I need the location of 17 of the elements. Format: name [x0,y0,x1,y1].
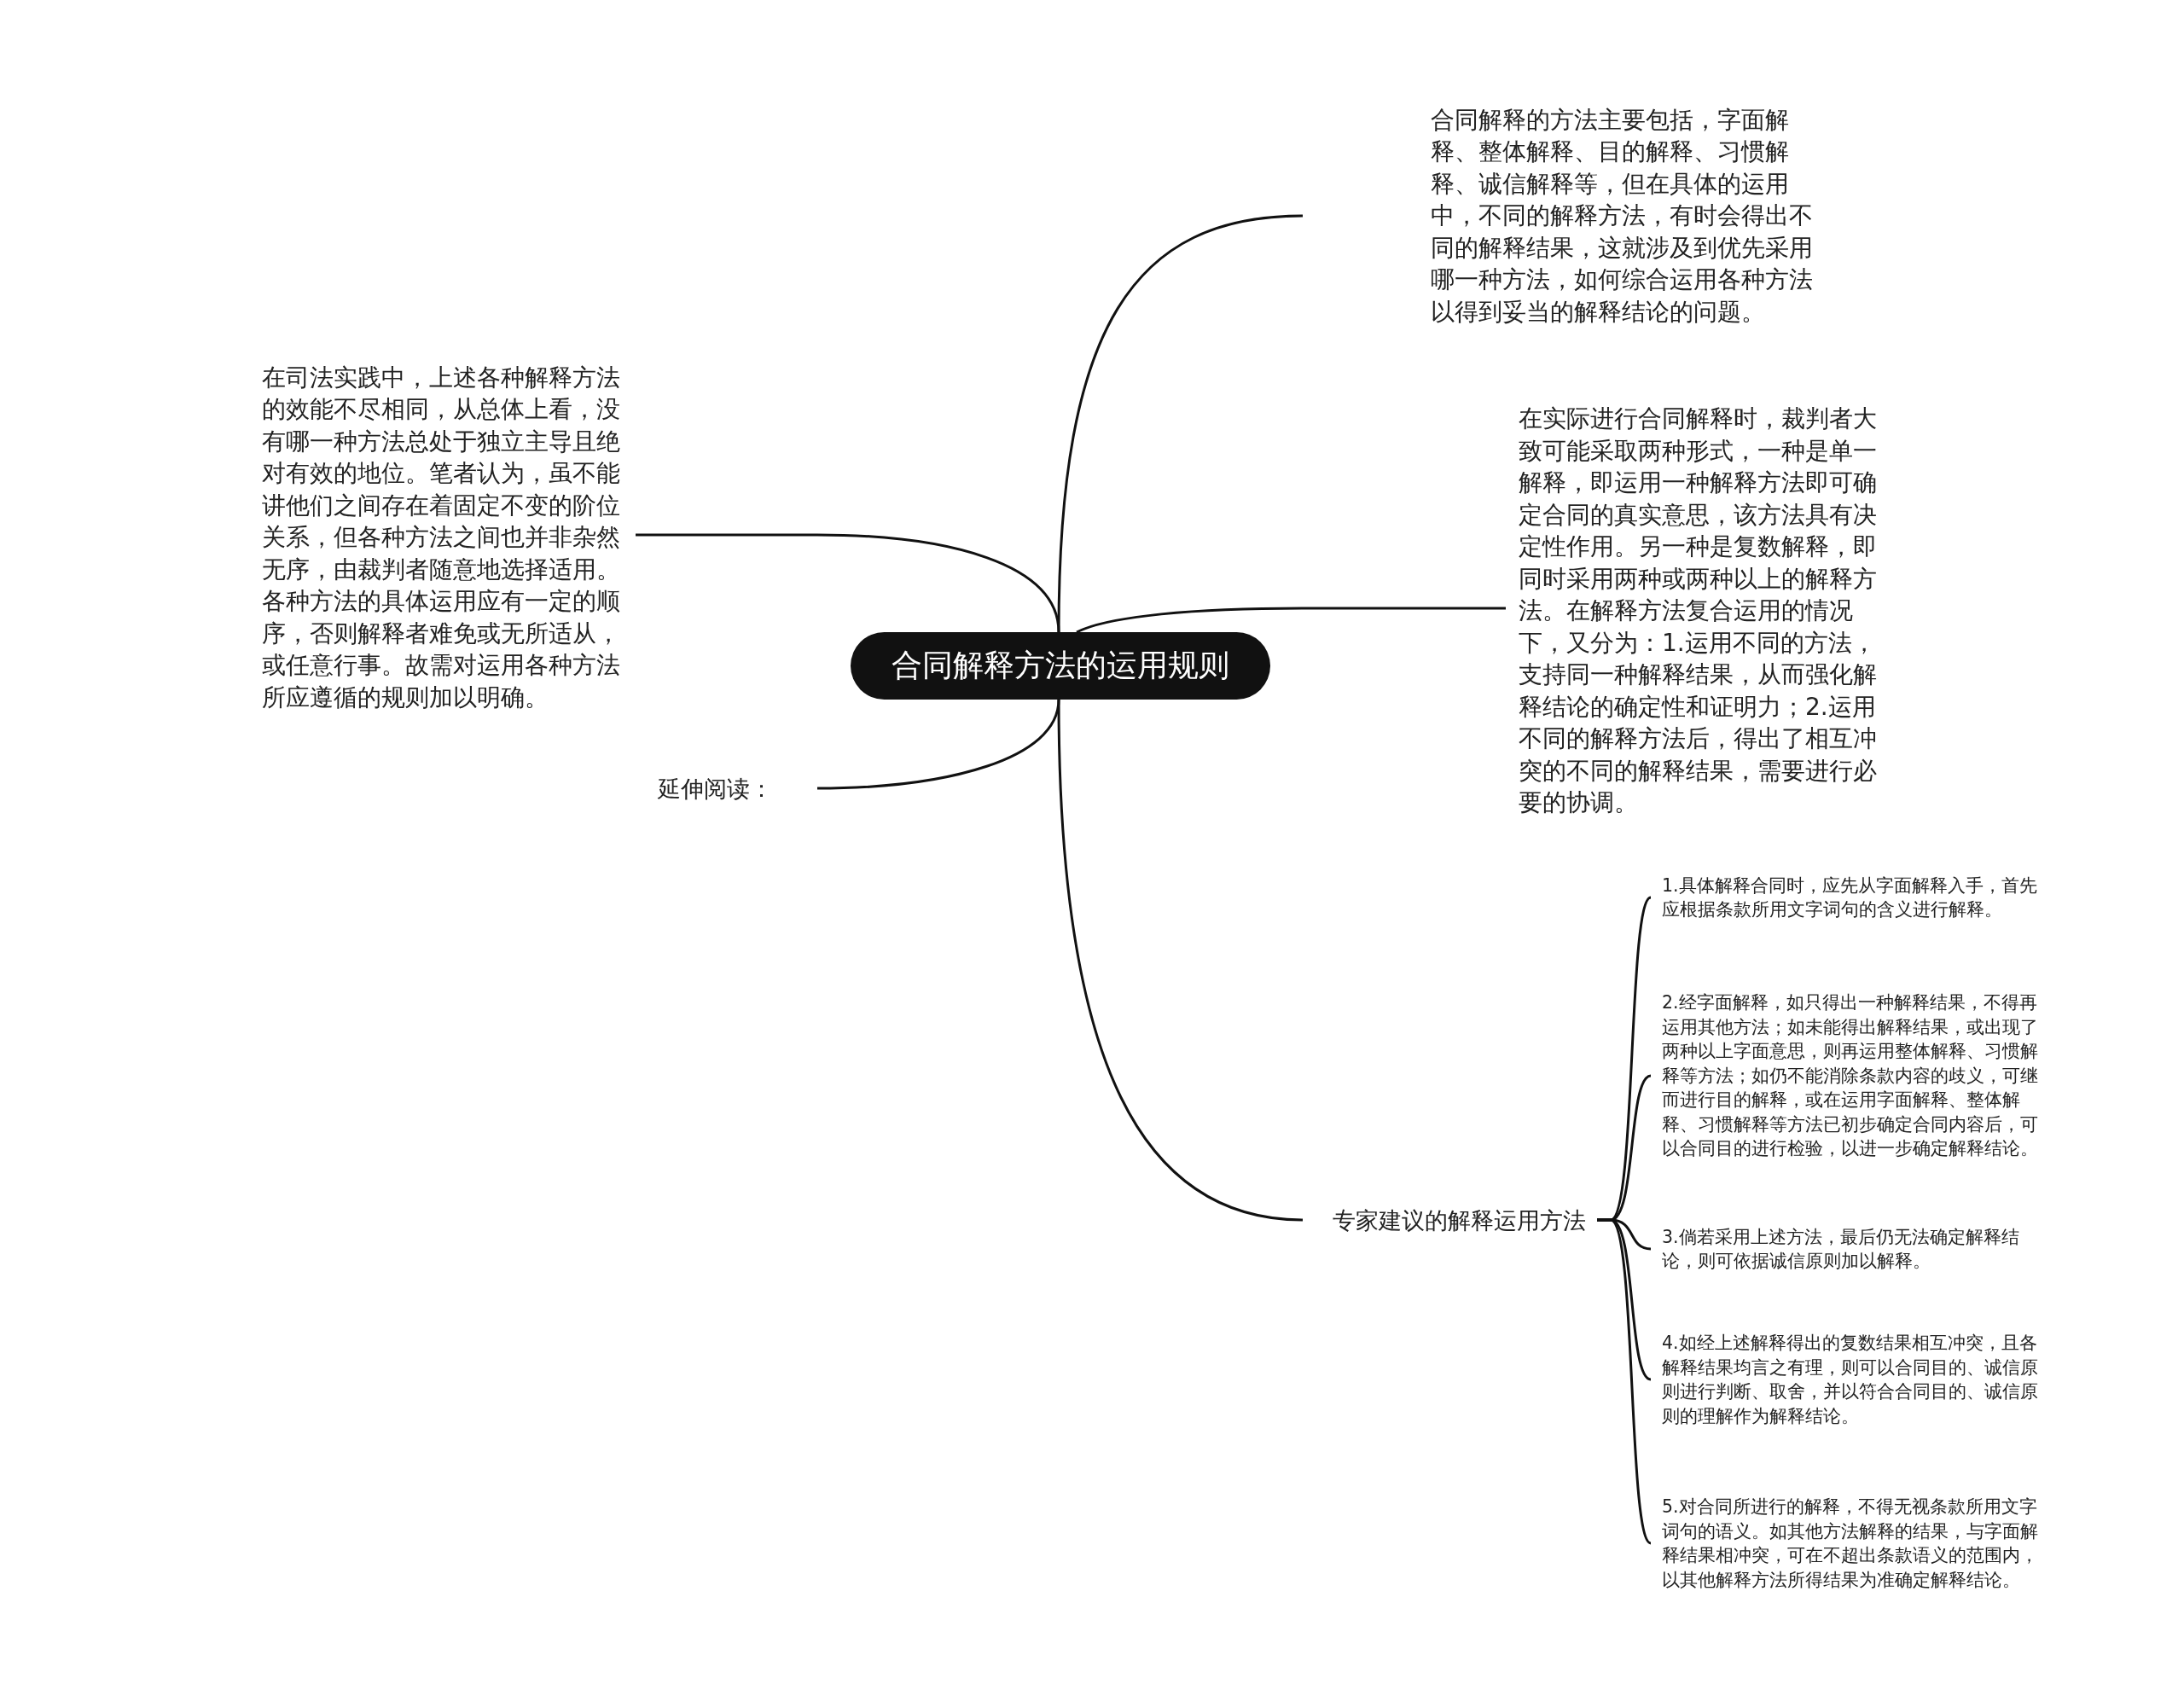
subtopic-text: 5.对合同所进行的解释，不得无视条款所用文字词句的语义。如其他方法解释的结果，与字面解释结果相冲突，可在不超出条款语义的范围内，以其他解释方法所得结果为准确定解释结论。 [1662,1495,2039,1592]
connector-line [636,533,1060,633]
connector-line [1057,699,1304,1222]
connector-line [1597,1218,1653,1544]
subtopic-text: 1.具体解释合同时，应先从字面解释入手，首先应根据条款所用文字词句的含义进行解释。 [1662,874,2038,921]
connector-line [1057,214,1304,633]
connector-line [1076,607,1506,634]
topic-text: 在司法实践中，上述各种解释方法的效能不尽相同，从总体上看，没有哪一种方法总处于独立主导且绝对有效的地位。笔者认为，虽不能讲他们之间存在着固定不变的阶位关系，但各种方法之间也并非杂然无序，由裁判者随意地选择适用。各种方法的具体运用应有一定的顺序，否则解释者难免或无所适从，或任意行事。故需对运用各种方法所应遵循的规则加以明确。 [262,362,621,713]
topic-text: 合同解释的方法主要包括，字面解释、整体解释、目的解释、习惯解释、诚信解释等，但在具体的运用中，不同的解释方法，有时会得出不同的解释结果，这就涉及到优先采用哪一种方法，如何综合运用各种方法以得到妥当的解释结论的问题。 [1431,104,1814,328]
topic-label: 专家建议的解释运用方法 [1333,1206,1587,1235]
connector-line [816,699,1060,790]
topic-label: 延伸阅读： [657,775,773,804]
subtopic-text: 2.经字面解释，如只得出一种解释结果，不得再运用其他方法；如未能得出解释结果，或出现了两种以上字面意思，则再运用整体解释、习惯解释等方法；如仍不能消除条款内容的歧义，可继而进行目的解释，或在运用字面解释、整体解释、习惯解释等方法已初步确定合同内容后，可以合同目的进行检验，以进一步确定解释结论。 [1662,991,2039,1161]
central-topic: 合同解释方法的运用规则 [851,632,1270,700]
topic-text: 在实际进行合同解释时，裁判者大致可能采取两种形式，一种是单一解释，即运用一种解释方法即可确定合同的真实意思，该方法具有决定性作用。另一种是复数解释，即同时采用两种或两种以上的解释方法。在解释方法复合运用的情况下，又分为：1.运用不同的方法，支持同一种解释结果，从而强化解释结论的确定性和证明力；2.运用不同的解释方法后，得出了相互冲突的不同的解释结果，需要进行必要的协调。 [1519,404,1878,819]
subtopic-text: 4.如经上述解释得出的复数结果相互冲突，且各解释结果均言之有理，则可以合同目的、诚信原则进行判断、取舍，并以符合合同目的、诚信原则的理解作为解释结论。 [1662,1332,2039,1428]
subtopic-text: 3.倘若采用上述方法，最后仍无法确定解释结论，则可依据诚信原则加以解释。 [1662,1225,2020,1273]
